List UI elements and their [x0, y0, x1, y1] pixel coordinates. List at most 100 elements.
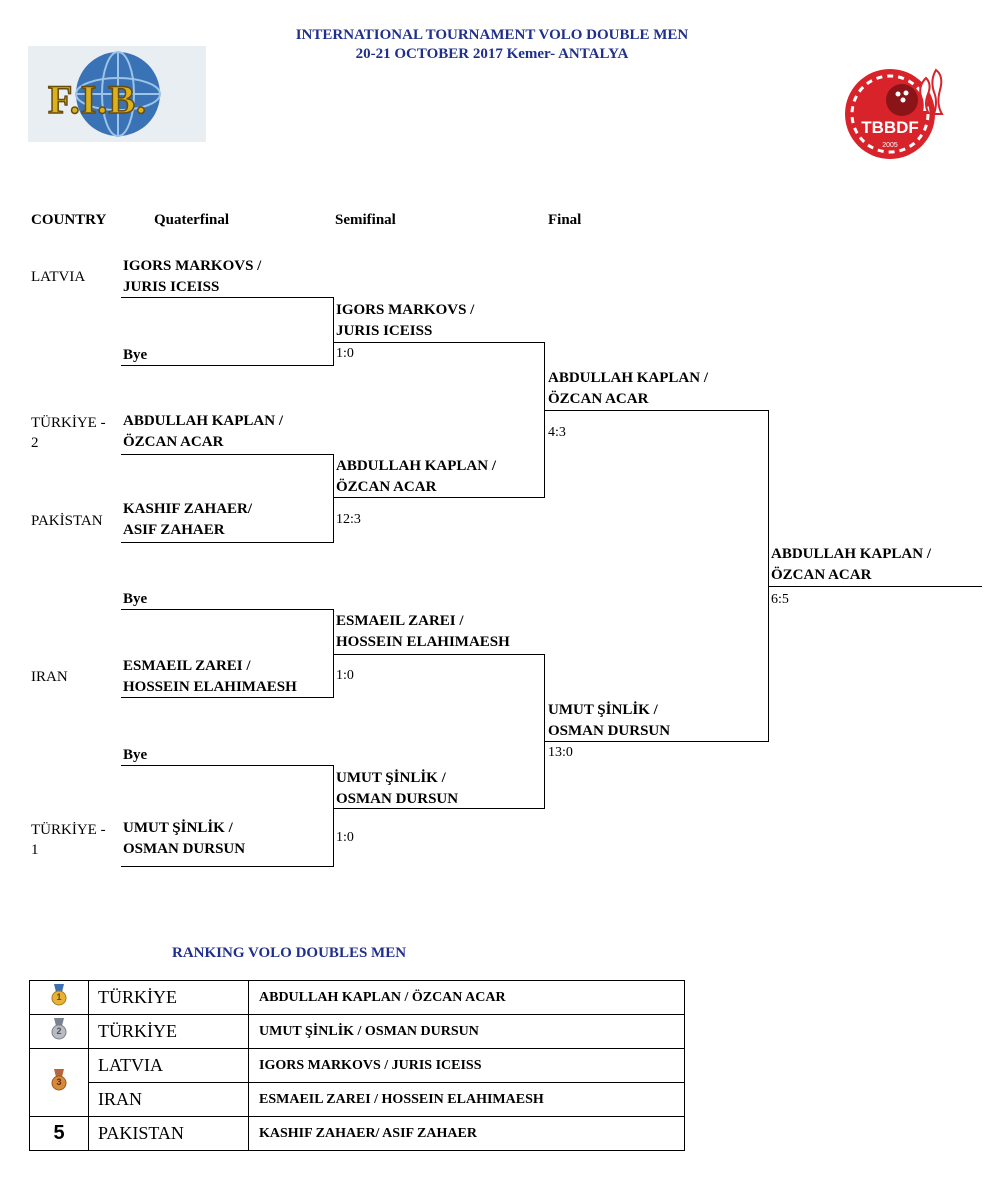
final-team-1: ABDULLAH KAPLAN / ÖZCAN ACAR [548, 368, 708, 410]
country-turkiye-1: TÜRKİYE - 1 [31, 820, 106, 860]
bracket-line [333, 454, 334, 543]
team-line: OSMAN DURSUN [123, 841, 246, 857]
qf-team-3: ABDULLAH KAPLAN / ÖZCAN ACAR [123, 411, 283, 453]
final-score-2: 13:0 [548, 745, 573, 760]
sf-team-3: ESMAEIL ZAREI / HOSSEIN ELAHIMAESH [336, 611, 510, 653]
team-line: ASIF ZAHAER [123, 522, 225, 538]
ranking-row: IRAN ESMAEIL ZAREI / HOSSEIN ELAHIMAESH [30, 1082, 685, 1117]
ranking-team: ABDULLAH KAPLAN / ÖZCAN ACAR [248, 980, 685, 1015]
team-line: KASHIF ZAHAER/ [123, 501, 253, 517]
page-subtitle: 20-21 OCTOBER 2017 Kemer- ANTALYA [355, 46, 629, 62]
team-line: HOSSEIN ELAHIMAESH [123, 679, 297, 695]
ranking-country: LATVIA [88, 1048, 249, 1083]
ranking-table: 1 TÜRKİYE ABDULLAH KAPLAN / ÖZCAN ACAR 2… [29, 980, 685, 1151]
bracket-line [544, 342, 545, 498]
bracket-line [545, 741, 769, 742]
qf-team-4: KASHIF ZAHAER/ ASIF ZAHAER [123, 499, 252, 541]
country-pakistan: PAKİSTAN [31, 513, 103, 529]
ranking-title: RANKING VOLO DOUBLES MEN [172, 945, 407, 961]
ranking-team: IGORS MARKOVS / JURIS ICEISS [248, 1048, 685, 1083]
medal-number: 2 [56, 1026, 62, 1036]
bracket-line [121, 866, 334, 867]
bracket-line [768, 410, 769, 742]
team-line: ABDULLAH KAPLAN / [336, 458, 497, 474]
qf-bye-3: Bye [123, 747, 148, 763]
bracket-line [121, 297, 334, 298]
qf-team-1: IGORS MARKOVS / JURIS ICEISS [123, 256, 261, 298]
sf-team-4: UMUT ŞİNLİK / OSMAN DURSUN [336, 768, 458, 810]
bracket-line [121, 609, 334, 610]
bracket-line [333, 297, 334, 366]
ranking-row: 1 TÜRKİYE ABDULLAH KAPLAN / ÖZCAN ACAR [29, 980, 685, 1015]
ranking-team: KASHIF ZAHAER/ ASIF ZAHAER [248, 1116, 685, 1151]
team-line: IGORS MARKOVS / [123, 258, 262, 274]
gold-medal-icon: 1 [51, 984, 67, 1006]
team-line: ÖZCAN ACAR [548, 391, 649, 407]
medal-number: 1 [56, 992, 62, 1002]
sf-score-3: 1:0 [336, 668, 354, 683]
bronze-medal-icon: 3 [51, 1069, 67, 1091]
bracket-line [544, 654, 545, 809]
header-country: COUNTRY [31, 212, 107, 228]
country-line: 1 [31, 842, 39, 858]
page-title: INTERNATIONAL TOURNAMENT VOLO DOUBLE MEN [295, 27, 689, 43]
team-line: JURIS ICEISS [123, 279, 220, 295]
ranking-team: UMUT ŞİNLİK / OSMAN DURSUN [248, 1014, 685, 1049]
team-line: JURIS ICEISS [336, 323, 433, 339]
bracket-line [334, 497, 545, 498]
ranking-row: 5 PAKISTAN KASHIF ZAHAER/ ASIF ZAHAER [29, 1116, 685, 1151]
sf-score-4: 1:0 [336, 830, 354, 845]
sf-score-2: 12:3 [336, 512, 361, 527]
country-turkiye-2: TÜRKİYE - 2 [31, 413, 106, 453]
qf-bye-1: Bye [123, 347, 148, 363]
header-quarterfinal: Quaterfinal [154, 212, 229, 228]
bracket-line [121, 542, 334, 543]
tbbdf-logo: TBBDF 2005 [840, 58, 952, 162]
country-line: TÜRKİYE - [31, 415, 106, 431]
bracket-line [121, 454, 334, 455]
place-number: 5 [53, 1122, 65, 1144]
team-line: ESMAEIL ZAREI / [123, 658, 251, 674]
tbbdf-logo-text: TBBDF [861, 118, 919, 137]
country-line: TÜRKİYE - [31, 822, 106, 838]
qf-bye-2: Bye [123, 591, 148, 607]
team-line: HOSSEIN ELAHIMAESH [336, 634, 510, 650]
ranking-country: TÜRKİYE [88, 980, 249, 1015]
team-line: ESMAEIL ZAREI / [336, 613, 464, 629]
team-line: OSMAN DURSUN [548, 723, 671, 739]
bracket-line [121, 697, 334, 698]
qf-team-8: UMUT ŞİNLİK / OSMAN DURSUN [123, 818, 245, 860]
champion-team: ABDULLAH KAPLAN / ÖZCAN ACAR [771, 544, 931, 586]
team-line: IGORS MARKOVS / [336, 302, 475, 318]
place-cell: 5 [29, 1116, 89, 1151]
bracket-line [121, 765, 334, 766]
final-team-2: UMUT ŞİNLİK / OSMAN DURSUN [548, 700, 670, 742]
medal-number: 3 [56, 1077, 62, 1087]
ranking-row: 3 LATVIA IGORS MARKOVS / JURIS ICEISS [29, 1048, 685, 1117]
silver-medal-icon: 2 [51, 1018, 67, 1040]
team-line: UMUT ŞİNLİK / [123, 820, 233, 836]
country-iran: IRAN [31, 669, 68, 685]
champion-score: 6:5 [771, 592, 789, 607]
team-line: ÖZCAN ACAR [771, 567, 872, 583]
bracket-line [334, 808, 545, 809]
ranking-row: 2 TÜRKİYE UMUT ŞİNLİK / OSMAN DURSUN [29, 1014, 685, 1049]
ranking-team: ESMAEIL ZAREI / HOSSEIN ELAHIMAESH [248, 1082, 685, 1117]
ranking-country: PAKISTAN [88, 1116, 249, 1151]
bracket-line [769, 586, 982, 587]
team-line: ABDULLAH KAPLAN / [123, 413, 284, 429]
team-line: UMUT ŞİNLİK / [548, 702, 658, 718]
country-line: 2 [31, 435, 39, 451]
bracket-line [334, 654, 545, 655]
team-line: OSMAN DURSUN [336, 791, 459, 807]
bracket-line [334, 342, 545, 343]
ranking-country: TÜRKİYE [88, 1014, 249, 1049]
sf-score-1: 1:0 [336, 346, 354, 361]
header-semifinal: Semifinal [335, 212, 396, 228]
sf-team-1: IGORS MARKOVS / JURIS ICEISS [336, 300, 474, 342]
team-line: ÖZCAN ACAR [336, 479, 437, 495]
medal-cell: 3 [29, 1048, 89, 1117]
tbbdf-logo-year: 2005 [882, 142, 898, 149]
country-latvia: LATVIA [31, 269, 86, 285]
final-score-1: 4:3 [548, 425, 566, 440]
